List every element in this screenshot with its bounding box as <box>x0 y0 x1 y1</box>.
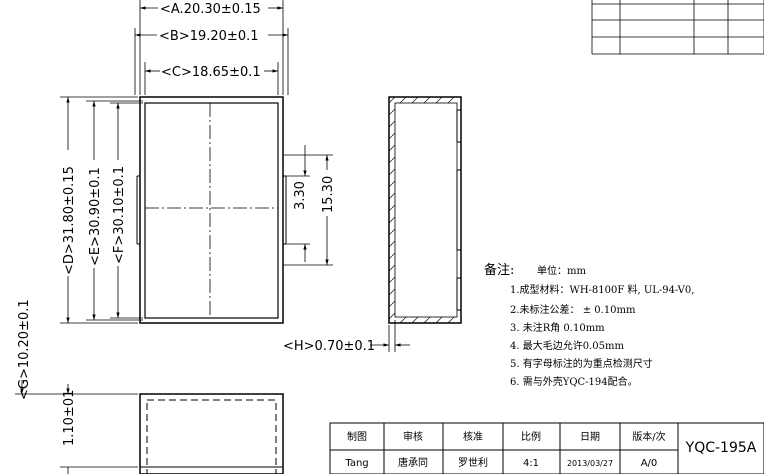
dim-d-label: <D>31.80±0.15 <box>62 166 77 275</box>
notes-block: 备注: 单位：mm 1.成型材料：WH-8100F 料, UL-94-V0, 2… <box>484 262 694 388</box>
dimension-c: <C>18.65±0.1 <box>144 62 279 95</box>
dim-h-label: <H>0.70±0.1 <box>283 339 375 354</box>
dimension-h: <H>0.70±0.1 <box>283 320 410 354</box>
dim-notch-height-label: 3.30 <box>293 181 308 210</box>
title-value-cell: 2013/03/27 <box>567 459 613 468</box>
dimension-d: <D>31.80±0.15 <box>60 96 138 324</box>
title-header-cell: 核准 <box>463 430 483 443</box>
dimension-notch-height: 3.30 <box>286 145 310 262</box>
front-outer-outline <box>139 96 284 324</box>
note-item: 1.成型材料：WH-8100F 料, UL-94-V0, <box>510 283 694 296</box>
dimension-notch-span: 15.30 <box>283 154 336 266</box>
dim-g-label: <G>10.20±0.1 <box>17 299 32 400</box>
side-section-view: <H>0.70±0.1 <box>283 96 462 354</box>
dimension-a: <A.20.30±0.15 <box>139 0 284 95</box>
note-item: 3. 未注R角 0.10mm <box>510 321 605 334</box>
title-value-cell: A/0 <box>641 458 658 469</box>
note-item: 4. 最大毛边允许0.05mm <box>510 339 624 352</box>
notes-heading: 备注: <box>484 262 514 278</box>
notes-unit: 单位：mm <box>537 264 586 277</box>
front-inner-outline <box>144 102 279 319</box>
front-view: <A.20.30±0.15 <B>19.20±0.1 <C>18.65±0.1 … <box>60 0 336 324</box>
dim-side-height-label: 1.10±01 <box>62 390 77 446</box>
revision-table <box>591 0 764 55</box>
dimension-g: <G>10.20±0.1 <box>15 299 138 400</box>
dim-a-label: <A.20.30±0.15 <box>160 2 261 17</box>
title-header-cell: 制图 <box>347 430 367 443</box>
note-item: 5. 有字母标注的为重点检测尺寸 <box>510 357 653 370</box>
dim-f-label: <F>30.10±0.1 <box>112 166 127 264</box>
title-value-cell: 唐承同 <box>398 456 428 469</box>
dim-notch-span-label: 15.30 <box>321 176 336 213</box>
title-header-cell: 比例 <box>521 430 541 443</box>
title-header-cell: 日期 <box>580 431 600 443</box>
dimension-b: <B>19.20±0.1 <box>134 28 289 95</box>
note-item: 6. 需与外壳YQC-194配合。 <box>510 375 638 388</box>
title-value-cell: Tang <box>344 458 368 469</box>
title-value-cell: 4:1 <box>523 458 539 469</box>
dimension-f: <F>30.10±0.1 <box>110 102 143 319</box>
dimension-side-height: 1.10±01 <box>60 384 138 474</box>
bottom-view: <G>10.20±0.1 1.10±01 <box>15 299 284 474</box>
title-value-cell: 罗世利 <box>458 457 488 469</box>
note-item: 2.未标注公差： ± 0.10mm <box>510 303 636 316</box>
part-number: YQC-195A <box>685 440 757 456</box>
dim-b-label: <B>19.20±0.1 <box>159 29 259 44</box>
dim-c-label: <C>18.65±0.1 <box>161 65 261 80</box>
dim-e-label: <E>30.90±0.1 <box>88 167 103 266</box>
title-header-cell: 审核 <box>403 430 423 443</box>
dimension-e: <E>30.90±0.1 <box>86 100 143 321</box>
title-block: 制图 审核 核准 比例 日期 版本/次 Tang 唐承同 罗世利 4:1 201… <box>329 422 764 474</box>
title-header-cell: 版本/次 <box>632 430 665 443</box>
